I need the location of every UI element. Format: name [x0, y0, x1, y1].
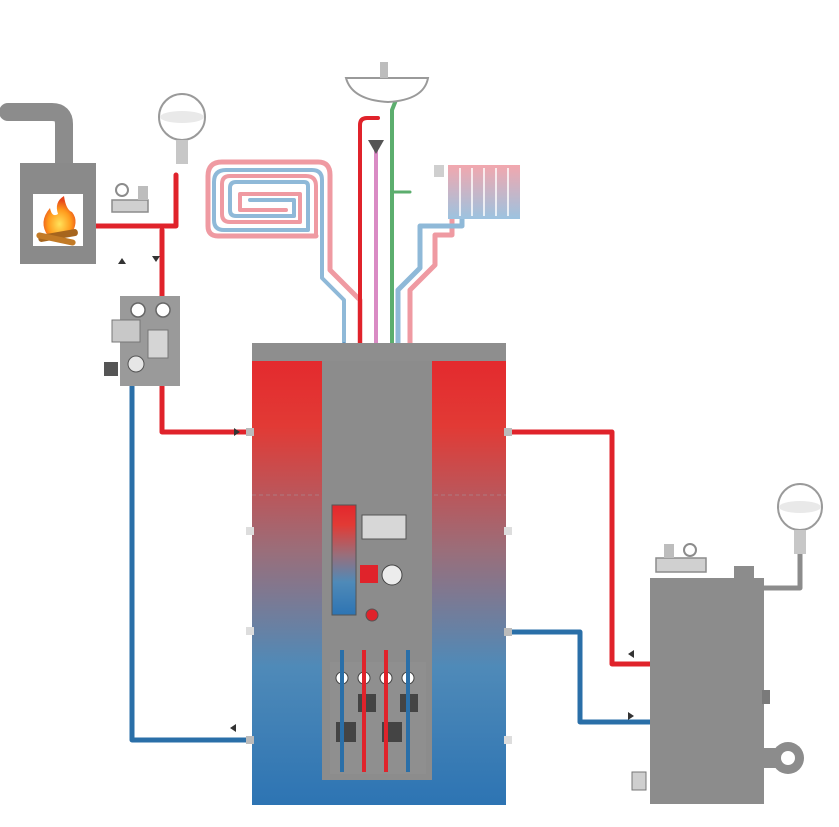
radiator-fins: [459, 168, 509, 216]
arrow-right-icon: [234, 428, 240, 436]
boiler-icon: [650, 578, 764, 804]
floor-heating-loop-inner-hot: [220, 174, 318, 238]
stove: [20, 163, 96, 264]
hot-water-pipe: [358, 116, 380, 347]
radiator-supply-pipe: [407, 215, 455, 348]
actuator-icon: [104, 362, 118, 376]
sink-icon: [344, 77, 430, 104]
pump-icon: [127, 355, 145, 373]
gauge-icon: [115, 183, 129, 197]
fresh-water-valve-icon: [361, 514, 407, 540]
vessel-highlight: [779, 501, 821, 513]
boiler-valve-icon: [631, 771, 647, 791]
boiler-burner-hole: [781, 751, 795, 765]
pump-motor-icon: [336, 722, 356, 742]
tank-top-lid: [252, 343, 506, 361]
valve-icon: [111, 199, 149, 213]
boiler-door: [762, 690, 770, 704]
floor-heating-loop-hot: [205, 159, 363, 348]
tank-port: [246, 736, 254, 744]
wash-basin: [344, 62, 430, 154]
log-icon: [36, 232, 76, 246]
chimney-flue: [0, 103, 73, 177]
radiator-valve-icon: [434, 165, 444, 177]
tank-port: [246, 527, 254, 535]
tank-port: [504, 628, 512, 636]
vessel-valve-icon: [794, 530, 806, 554]
pump-group: [104, 296, 180, 386]
boiler: [631, 566, 804, 804]
check-valve-icon: [368, 140, 384, 154]
arrow-left-icon: [230, 724, 236, 732]
tank-to-boiler-cold-pipe: [503, 629, 655, 725]
fresh-water-pump-icon: [381, 564, 403, 586]
arrow-up-icon: [118, 258, 126, 264]
tank-port: [246, 428, 254, 436]
boiler-safety-group: [655, 543, 707, 573]
vessel-valve-icon: [176, 140, 188, 164]
heating-circuit-pumps: [330, 650, 426, 774]
pump-motor-icon: [358, 694, 376, 712]
boiler-burner-mount: [762, 748, 776, 768]
radiator-return-pipe: [395, 215, 465, 348]
expansion-vessel-left: [158, 93, 206, 164]
valve-icon: [147, 329, 169, 359]
valve-icon: [138, 186, 148, 200]
expansion-vessel-right: [777, 483, 823, 554]
tank-port: [504, 527, 512, 535]
heat-exchanger-icon: [331, 504, 357, 616]
fireplace-icon: [43, 196, 76, 236]
tank-port: [246, 627, 254, 635]
boiler-expansion-pipe: [757, 537, 803, 591]
tank-to-pumpgroup-cold-pipe: [129, 382, 255, 743]
pump-body-icon: [111, 319, 141, 343]
thermometer-left-icon: [130, 302, 146, 318]
tank-port: [504, 736, 512, 744]
valve-icon: [655, 557, 707, 573]
arrow-right-icon: [628, 712, 634, 720]
arrow-left-icon: [628, 650, 634, 658]
radiator: [434, 165, 520, 219]
tank-port: [504, 428, 512, 436]
pumpgroup-to-tank-hot-pipe: [159, 382, 255, 435]
buffer-tank: [246, 343, 512, 805]
stove-supply-pipe: [93, 172, 179, 229]
flow-arrows-tank: [230, 428, 634, 732]
cold-water-pipe: [390, 98, 398, 347]
arrow-down-icon: [152, 256, 160, 262]
fresh-water-sensor-icon: [360, 565, 378, 583]
gauge-icon: [683, 543, 697, 557]
valve-icon: [664, 544, 674, 558]
vessel-highlight: [160, 111, 204, 123]
faucet-icon: [380, 62, 388, 78]
flow-arrows-stove: [118, 256, 160, 264]
boiler-to-tank-hot-pipe: [503, 429, 655, 667]
floor-heating-loop-cold: [212, 168, 346, 347]
thermometer-right-icon: [155, 302, 171, 318]
boiler-flue-stub: [734, 566, 754, 580]
fresh-water-gauge-icon: [365, 608, 379, 622]
stove-safety-group: [111, 183, 149, 213]
